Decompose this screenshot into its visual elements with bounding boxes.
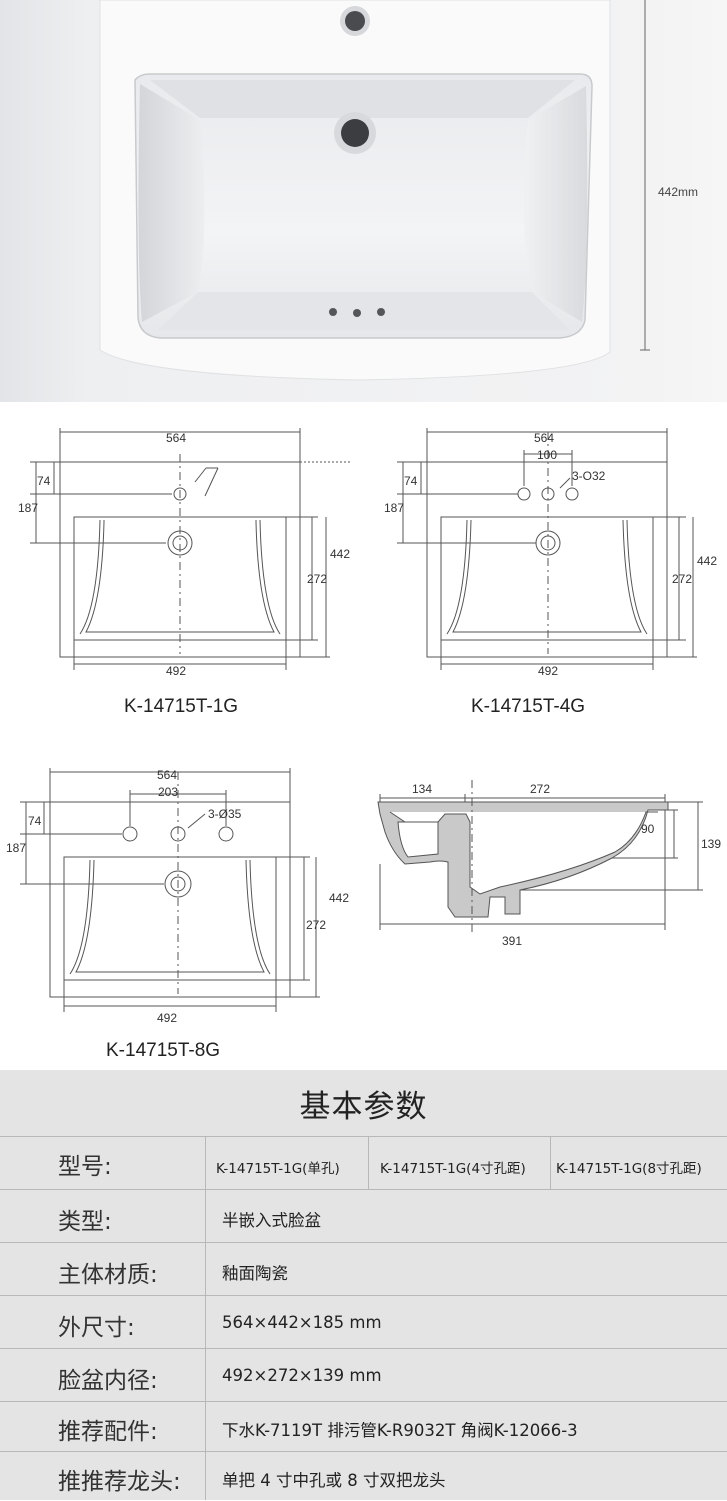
d1-depth: 187 bbox=[18, 501, 38, 515]
param-label: 型号: bbox=[58, 1154, 112, 1180]
param-label: 推推荐龙头: bbox=[58, 1469, 181, 1495]
section-view bbox=[377, 780, 703, 932]
param-value: 564×442×185 mm bbox=[222, 1313, 382, 1332]
param-label: 脸盆内径: bbox=[58, 1368, 158, 1394]
d2-width: 564 bbox=[534, 431, 554, 445]
d1-width: 564 bbox=[166, 431, 186, 445]
d1-inner-depth: 272 bbox=[307, 572, 327, 586]
d1-offset: 74 bbox=[37, 474, 51, 488]
drawing-8g bbox=[20, 768, 320, 1012]
section-total: 391 bbox=[502, 934, 522, 948]
drawing-4g bbox=[397, 428, 697, 670]
basin-photo: 442mm bbox=[0, 0, 727, 402]
param-label: 推荐配件: bbox=[58, 1419, 158, 1445]
model-option-single: K-14715T-1G(单孔) bbox=[216, 1161, 340, 1177]
param-row-accessories: 推荐配件: 下水K-7119T 排污管K-R9032T 角阀K-12066-3 bbox=[0, 1401, 727, 1452]
param-label: 外尺寸: bbox=[58, 1315, 135, 1341]
section-depth-total: 139 bbox=[701, 837, 721, 851]
d2-depth: 187 bbox=[384, 501, 404, 515]
technical-drawings: 564 74 187 442 272 492 K-14715T-1G 564 1… bbox=[0, 402, 727, 1070]
model-option-8inch: K-14715T-1G(8寸孔距) bbox=[556, 1161, 702, 1177]
params-table: 基本参数 型号: K-14715T-1G(单孔) K-14715T-1G(4寸孔… bbox=[0, 1070, 727, 1500]
param-label: 类型: bbox=[58, 1209, 112, 1235]
d2-spacing: 100 bbox=[537, 448, 557, 462]
d3-offset: 74 bbox=[28, 814, 42, 828]
drawing-1g bbox=[30, 428, 350, 670]
d2-inner-depth: 272 bbox=[672, 572, 692, 586]
params-title: 基本参数 bbox=[299, 1089, 428, 1125]
param-row-model: 型号: K-14715T-1G(单孔) K-14715T-1G(4寸孔距) K-… bbox=[0, 1136, 727, 1190]
param-value: 492×272×139 mm bbox=[222, 1366, 382, 1385]
d3-model: K-14715T-8G bbox=[106, 1040, 220, 1061]
param-label: 主体材质: bbox=[58, 1262, 158, 1288]
section-rim: 134 bbox=[412, 782, 432, 796]
d3-depth: 187 bbox=[6, 841, 26, 855]
d2-height: 442 bbox=[697, 554, 717, 568]
param-value: 下水K-7119T 排污管K-R9032T 角阀K-12066-3 bbox=[222, 1421, 578, 1440]
d3-holes: 3-Ø35 bbox=[208, 807, 242, 821]
param-row-inner-size: 脸盆内径: 492×272×139 mm bbox=[0, 1348, 727, 1402]
model-option-4inch: K-14715T-1G(4寸孔距) bbox=[380, 1161, 526, 1177]
d1-inner-width: 492 bbox=[166, 664, 186, 678]
param-row-type: 类型: 半嵌入式脸盆 bbox=[0, 1189, 727, 1243]
section-inner: 272 bbox=[530, 782, 550, 796]
section-depth-inner: 90 bbox=[641, 822, 655, 836]
d1-model: K-14715T-1G bbox=[124, 696, 238, 717]
d3-height: 442 bbox=[329, 891, 349, 905]
d2-model: K-14715T-4G bbox=[471, 696, 585, 717]
photo-height-label: 442mm bbox=[658, 185, 698, 199]
param-row-faucet: 推推荐龙头: 单把 4 寸中孔或 8 寸双把龙头 bbox=[0, 1451, 727, 1501]
param-value: 半嵌入式脸盆 bbox=[222, 1211, 321, 1230]
column-divider bbox=[205, 1136, 206, 1500]
d3-inner-width: 492 bbox=[157, 1011, 177, 1025]
param-value: 单把 4 寸中孔或 8 寸双把龙头 bbox=[222, 1471, 446, 1490]
d1-height: 442 bbox=[330, 547, 350, 561]
param-value: 釉面陶瓷 bbox=[222, 1264, 288, 1283]
d3-spacing: 203 bbox=[158, 785, 178, 799]
param-row-outer-size: 外尺寸: 564×442×185 mm bbox=[0, 1295, 727, 1349]
d2-inner-width: 492 bbox=[538, 664, 558, 678]
param-row-material: 主体材质: 釉面陶瓷 bbox=[0, 1242, 727, 1296]
d3-width: 564 bbox=[157, 768, 177, 782]
d2-holes: 3-O32 bbox=[572, 469, 606, 483]
d2-offset: 74 bbox=[404, 474, 418, 488]
d3-inner-depth: 272 bbox=[306, 918, 326, 932]
